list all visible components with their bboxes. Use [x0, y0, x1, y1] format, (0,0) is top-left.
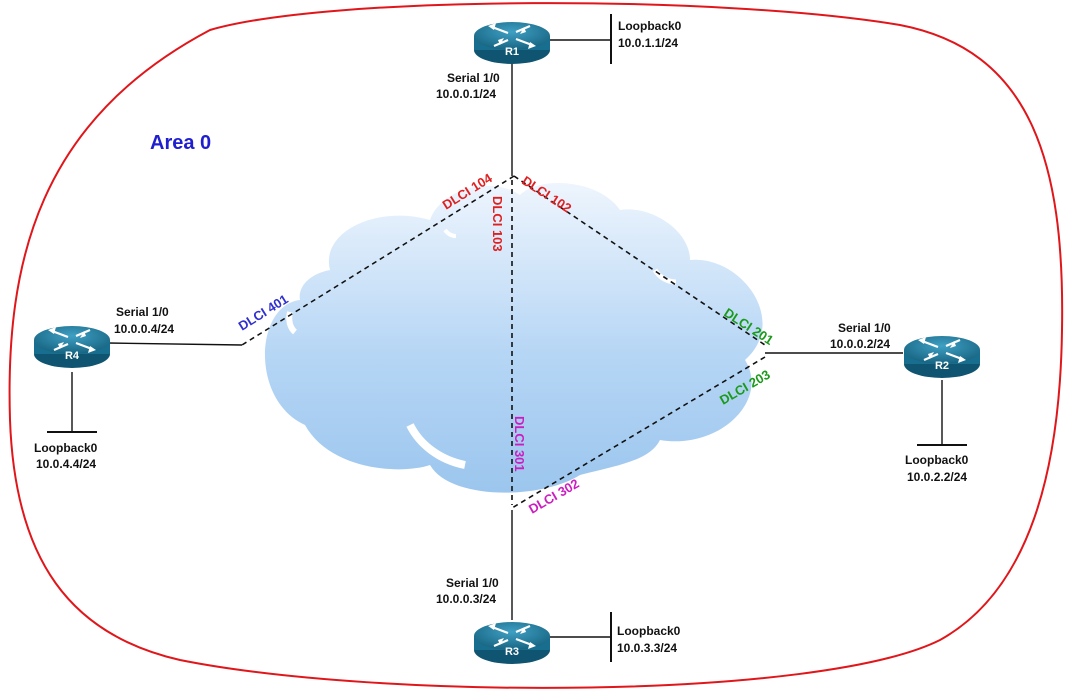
r3-loopback-ip-label: 10.0.3.3/24 — [617, 641, 677, 655]
r2-interface-label: Serial 1/0 — [838, 321, 891, 335]
dlci-103-label: DLCI 103 — [490, 196, 505, 252]
r2-loopback-ip-label: 10.0.2.2/24 — [907, 470, 967, 484]
router-r2[interactable]: R2 — [902, 334, 982, 380]
pvc-r1-r2 — [513, 175, 766, 346]
r3-interface-label: Serial 1/0 — [446, 576, 499, 590]
router-r1-name: R1 — [505, 46, 519, 58]
router-r4-name: R4 — [65, 350, 80, 362]
r1-interface-label: Serial 1/0 — [447, 71, 500, 85]
router-r4[interactable]: R4 — [32, 324, 112, 370]
r4-loopback-label: Loopback0 — [34, 441, 98, 455]
router-r2-name: R2 — [935, 360, 949, 372]
frame-relay-cloud — [265, 183, 763, 493]
r3-ip-label: 10.0.0.3/24 — [436, 592, 496, 606]
r1-ip-label: 10.0.0.1/24 — [436, 87, 496, 101]
link-r4-serial — [107, 342, 243, 346]
area-label: Area 0 — [150, 132, 211, 154]
router-r1[interactable]: R1 — [472, 20, 552, 66]
r2-loopback-label: Loopback0 — [905, 453, 969, 467]
area-boundary — [8, 2, 1064, 689]
router-r3[interactable]: R3 — [472, 620, 552, 666]
r1-loopback-label: Loopback0 — [618, 19, 682, 33]
r4-interface-label: Serial 1/0 — [116, 305, 169, 319]
pvc-r2-r3 — [511, 356, 766, 509]
dlci-301-label: DLCI 301 — [512, 416, 527, 472]
r4-loopback-ip-label: 10.0.4.4/24 — [36, 457, 96, 471]
r3-loopback-label: Loopback0 — [617, 624, 681, 638]
r4-ip-label: 10.0.0.4/24 — [114, 322, 174, 336]
router-r3-name: R3 — [505, 646, 519, 658]
r1-loopback-ip-label: 10.0.1.1/24 — [618, 36, 678, 50]
r2-ip-label: 10.0.0.2/24 — [830, 337, 890, 351]
